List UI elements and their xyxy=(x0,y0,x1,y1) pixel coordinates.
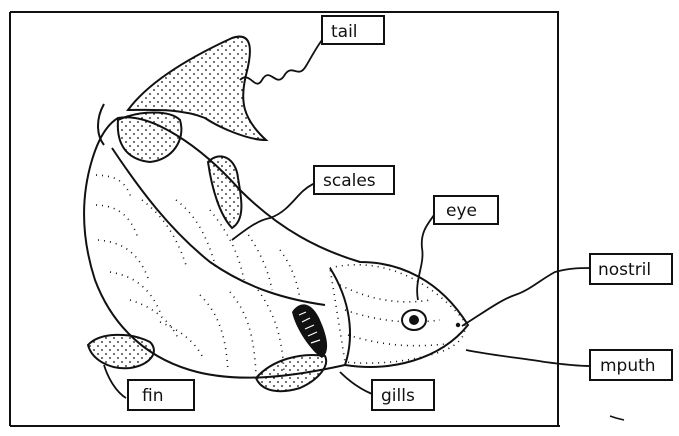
fish-gills xyxy=(292,304,327,358)
label-nostril: nostril xyxy=(590,254,672,284)
fish-head xyxy=(330,265,465,363)
fish-nostril xyxy=(456,323,460,327)
fish-dorsal-fin xyxy=(208,156,241,228)
label-tail: tail xyxy=(322,16,384,44)
label-eye: eye xyxy=(434,196,498,224)
label-tail-text: tail xyxy=(331,22,358,42)
label-fin: fin xyxy=(128,380,194,410)
label-scales: scales xyxy=(314,166,394,194)
label-scales-text: scales xyxy=(323,171,376,191)
label-gills: gills xyxy=(372,380,434,410)
label-fin-text: fin xyxy=(142,386,163,406)
label-eye-text: eye xyxy=(446,201,477,221)
label-mouth: mputh xyxy=(590,350,672,380)
fish-eye xyxy=(402,310,426,330)
label-nostril-text: nostril xyxy=(598,260,651,280)
fish-tail xyxy=(98,37,266,162)
fish-fins xyxy=(88,335,326,391)
label-mouth-text: mputh xyxy=(600,356,656,376)
label-gills-text: gills xyxy=(381,386,415,406)
